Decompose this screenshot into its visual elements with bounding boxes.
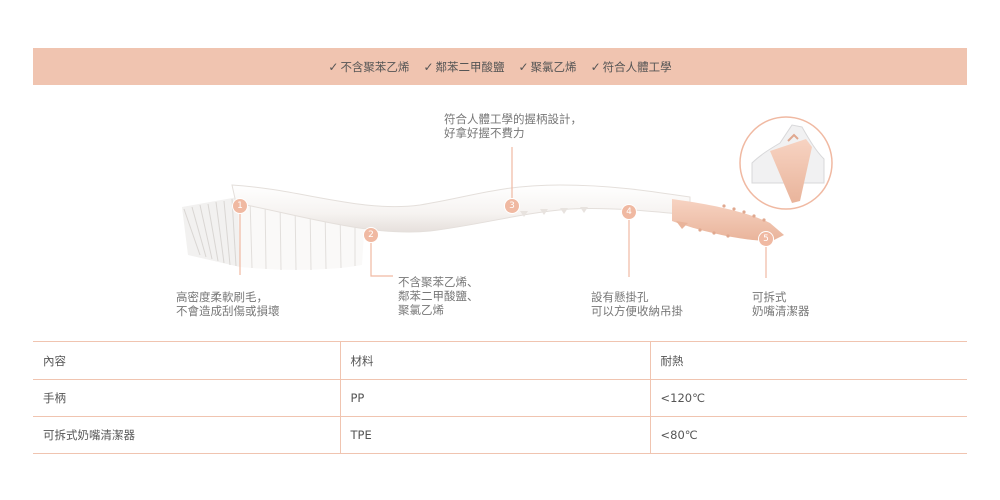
header-content: 內容 bbox=[33, 341, 341, 380]
table-row: 手柄 PP <120℃ bbox=[33, 379, 967, 417]
handle-grip-notches bbox=[520, 207, 588, 217]
cell-material: TPE bbox=[340, 416, 651, 454]
cell-material: PP bbox=[340, 379, 651, 417]
feature-label: 聚氯乙烯 bbox=[530, 59, 577, 74]
header-heat-resistance: 耐熱 bbox=[650, 341, 967, 380]
feature-item: ✓聚氯乙烯 bbox=[519, 59, 577, 75]
annotation-material: 不含聚苯乙烯、 鄰苯二甲酸鹽、 聚氯乙烯 bbox=[398, 275, 479, 317]
check-icon: ✓ bbox=[590, 59, 601, 74]
check-icon: ✓ bbox=[518, 59, 529, 74]
cell-heat-resistance: <120℃ bbox=[650, 379, 967, 417]
feature-banner: ✓不含聚苯乙烯 ✓鄰苯二甲酸鹽 ✓聚氯乙烯 ✓符合人體工學 bbox=[33, 48, 967, 85]
feature-label: 鄰苯二甲酸鹽 bbox=[435, 59, 505, 74]
table-header-row: 內容 材料 耐熱 bbox=[33, 341, 967, 380]
badge-1: 1 bbox=[233, 199, 247, 213]
nipple-cleaner-tip bbox=[672, 199, 784, 241]
leader-lines bbox=[239, 147, 767, 278]
annotation-bristles: 高密度柔軟刷毛， 不會造成刮傷或損壞 bbox=[176, 290, 280, 318]
feature-item: ✓鄰苯二甲酸鹽 bbox=[423, 59, 504, 75]
spec-table: 內容 材料 耐熱 手柄 PP <120℃ 可拆式奶嘴清潔器 TPE <80℃ bbox=[33, 341, 967, 454]
feature-item: ✓符合人體工學 bbox=[591, 59, 672, 75]
table-row: 可拆式奶嘴清潔器 TPE <80℃ bbox=[33, 416, 967, 454]
brush-illustration bbox=[182, 116, 833, 278]
feature-label: 符合人體工學 bbox=[602, 59, 672, 74]
cell-heat-resistance: <80℃ bbox=[650, 416, 967, 454]
product-diagram: 1 2 3 4 5 符合人體工學的握柄設計， 好拿好握不費力 高密度柔軟刷毛， … bbox=[0, 85, 1000, 340]
badge-4: 4 bbox=[622, 205, 636, 219]
badge-3: 3 bbox=[505, 199, 519, 213]
feature-label: 不含聚苯乙烯 bbox=[340, 59, 410, 74]
feature-item: ✓不含聚苯乙烯 bbox=[328, 59, 409, 75]
annotation-nipple-cleaner: 可拆式 奶嘴清潔器 bbox=[752, 290, 810, 318]
annotation-handle: 符合人體工學的握柄設計， 好拿好握不費力 bbox=[444, 112, 582, 140]
check-icon: ✓ bbox=[423, 59, 434, 74]
header-material: 材料 bbox=[340, 341, 651, 380]
cell-content: 可拆式奶嘴清潔器 bbox=[33, 416, 341, 454]
check-icon: ✓ bbox=[328, 59, 339, 74]
badge-2: 2 bbox=[364, 228, 378, 242]
badge-5: 5 bbox=[759, 232, 773, 246]
cell-content: 手柄 bbox=[33, 379, 341, 417]
annotation-hanging-hole: 設有懸掛孔 可以方便收納吊掛 bbox=[591, 290, 683, 318]
nipple-inset bbox=[739, 116, 833, 210]
